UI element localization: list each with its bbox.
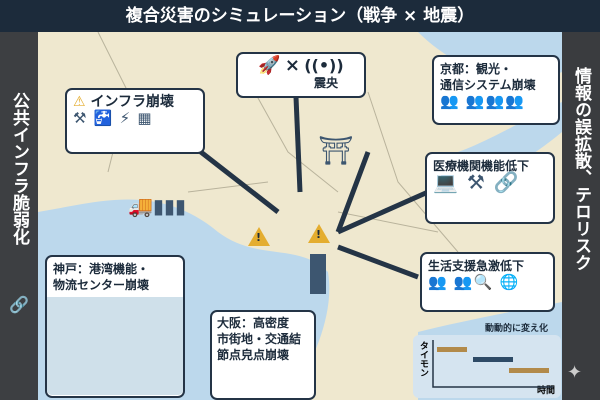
warning-icon: ! xyxy=(308,224,330,243)
left-sidebar-label: 公共インフラ脆弱化 xyxy=(0,32,38,400)
page-title: 複合災害のシミュレーション（戦争 × 地震） xyxy=(0,0,600,32)
osaka-line1: 大阪：高密度 xyxy=(217,316,290,330)
medical-box: 医療機関機能低下 💻 ⚒ 🔗 xyxy=(425,152,555,224)
medical-icons: 💻 ⚒ 🔗 xyxy=(433,170,520,194)
life-support-box: 生活支援急激低下 👥 👥🔍 🌐 xyxy=(420,252,555,312)
life-support-title: 生活支援急激低下 xyxy=(428,259,525,273)
epicenter-box: 🚀 × ((•)) 震央 xyxy=(236,52,366,98)
people-icon: 👥 👥👥👥 xyxy=(440,92,525,110)
chain-icon: 🔗 xyxy=(9,295,29,314)
right-sidebar-label: 情報の誤拡散、テロリスク xyxy=(562,32,600,400)
timeline-chart xyxy=(432,340,553,388)
impact-arrows xyxy=(186,96,430,280)
sparkle-icon: ✦ xyxy=(567,362,583,383)
people-search-icon: 👥 👥🔍 🌐 xyxy=(428,273,520,291)
kyoto-line1: 京都：観光・ xyxy=(440,62,513,76)
timeline-panel: タイモン 時間 xyxy=(413,335,561,398)
osaka-line2: 市街地・交通結 xyxy=(217,332,302,346)
timeline-xlabel: 時間 xyxy=(536,386,555,396)
timeline-ylabel: タイモン xyxy=(418,341,428,377)
pagoda-icon: ⛩ xyxy=(318,134,354,167)
kyoto-box: 京都：観光・ 通信システム崩壊 👥 👥👥👥 xyxy=(432,55,560,125)
cross-symbol: × xyxy=(284,55,301,76)
medical-title: 医療機関機能低下 xyxy=(433,159,530,173)
kobe-line1: 神戸：港湾機能・ xyxy=(53,262,150,276)
warning-icon: ⚠ xyxy=(73,94,86,110)
timeline-caption: 動動的に変え化 xyxy=(485,324,549,334)
infra-title: インフラ崩壊 xyxy=(90,94,175,110)
infra-box: ⚠ インフラ崩壊 ⚒ 🚰 ⚡ ▦ xyxy=(65,88,205,154)
osaka-line3: 節点皃点崩壊 xyxy=(217,348,290,362)
kyoto-line2: 通信システム崩壊 xyxy=(440,78,536,92)
missile-icon: 🚀 xyxy=(258,55,281,76)
osaka-box: 大阪：高密度 市街地・交通結 節点皃点崩壊 xyxy=(210,310,316,400)
kobe-line2: 物流センター崩壊 xyxy=(53,278,150,292)
building-icon xyxy=(310,254,326,294)
logistics-icon: 🚚▮▮▮ xyxy=(128,194,186,218)
kobe-map-inset xyxy=(47,297,183,395)
epicenter-label: 震央 xyxy=(313,76,338,90)
warning-icon: ! xyxy=(248,227,270,246)
seismic-wave-icon: ((•)) xyxy=(304,56,344,75)
kobe-box: 神戸：港湾機能・ 物流センター崩壊 xyxy=(45,255,185,398)
infra-icons: ⚒ 🚰 ⚡ ▦ xyxy=(73,109,153,127)
